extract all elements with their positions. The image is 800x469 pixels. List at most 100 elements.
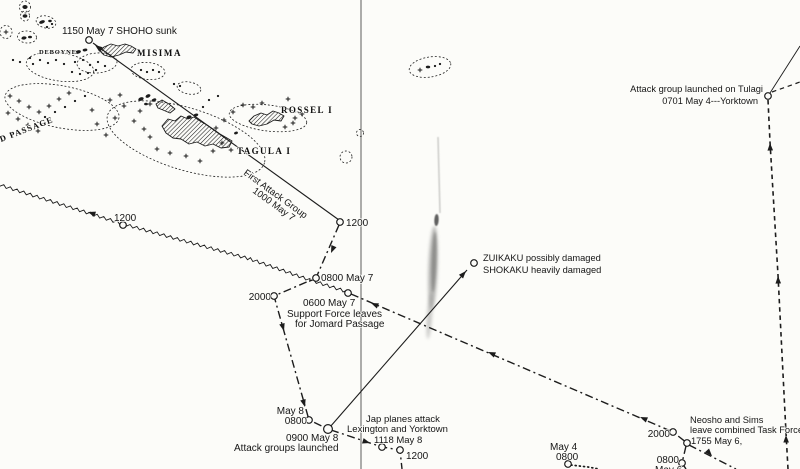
may4-dotted-track (570, 464, 600, 469)
islet-blob (138, 97, 144, 101)
reef-dot-mark (83, 94, 87, 98)
reef-dot-mark (31, 62, 35, 66)
reef-symbols (3, 5, 442, 164)
label-rossel-i: ROSSEL I (281, 105, 333, 115)
reef-dot-mark (438, 62, 442, 66)
reef-plus-mark (89, 107, 95, 113)
label-jomard-passage: D PASSAGE (0, 114, 55, 144)
position-fix-circle (669, 428, 677, 436)
reef-plus-mark (25, 122, 31, 128)
reef-plus-mark (417, 67, 423, 73)
islands (99, 43, 285, 149)
reef-plus-mark (292, 115, 298, 121)
reef-plus-mark (240, 102, 246, 108)
reef-dot-mark (54, 58, 58, 62)
reef-outline (17, 30, 37, 44)
islet-blob (144, 102, 148, 106)
track-arrowhead (362, 438, 370, 444)
note-jap-line2: Lexington and Yorktown (347, 424, 448, 435)
reef-outlines (0, 0, 452, 178)
reef-outline (228, 103, 308, 133)
reef-plus-mark (167, 150, 173, 156)
track-arrowhead (767, 143, 774, 151)
reef-dot-mark (45, 25, 49, 29)
reef-dot-mark (62, 62, 66, 66)
smudge-streak (437, 136, 441, 214)
reef-dot-mark (43, 115, 47, 119)
island-tagula-nw (155, 99, 176, 114)
position-fix-circle (764, 92, 772, 100)
reef-dot-mark (96, 60, 100, 64)
direction-arrows (88, 45, 789, 456)
reef-dot-mark (178, 84, 182, 88)
reef-outline (176, 81, 202, 95)
track-arrowhead (775, 276, 782, 284)
print-smudge (426, 136, 441, 339)
reef-outline (4, 83, 120, 131)
reef-plus-mark (210, 148, 216, 154)
reef-plus-mark (250, 104, 256, 110)
note-jap-line1: Jap planes attack (366, 414, 440, 425)
reef-dot-mark (28, 56, 32, 60)
fix-may6: May 6 (655, 465, 683, 469)
reef-outline (20, 10, 30, 22)
smudge-blob (431, 232, 437, 292)
reef-dot-mark (151, 68, 155, 72)
reef-dot-mark (201, 105, 205, 109)
reef-outline (130, 61, 166, 81)
note-neosho-line1: Neosho and Sims (690, 415, 764, 425)
support-force-track (0, 184, 348, 293)
track-arrowhead (331, 245, 337, 253)
reef-dot-mark (216, 94, 220, 98)
reef-dot-mark (63, 105, 67, 109)
note-tulagi-line2: 0701 May 4---Yorktown (662, 96, 758, 106)
note-0900-line1: 0900 May 8 (286, 433, 339, 444)
reef-dot-mark (73, 99, 77, 103)
track-arrowhead (279, 323, 285, 331)
reef-dot-mark (139, 68, 143, 72)
track-arrowhead (371, 303, 379, 309)
note-0600-line3: for Jomard Passage (295, 319, 385, 330)
islet-blob (234, 131, 238, 135)
track-arrowhead (488, 352, 496, 358)
reef-dot-mark (433, 64, 437, 68)
island-rossel (248, 110, 285, 127)
fix-0800-may8: 0800 (285, 416, 308, 427)
reef-plus-mark (137, 108, 143, 114)
tulagi-leader-solid (769, 45, 800, 94)
reef-plus-mark (66, 90, 72, 96)
track-arrowhead (783, 435, 789, 443)
reef-plus-mark (46, 103, 52, 109)
fix-2000-east: 2000 (648, 429, 671, 440)
note-zuikaku-line1: ZUIKAKU possibly damaged (483, 253, 601, 263)
position-fix-circle (312, 274, 320, 282)
reef-plus-mark (259, 100, 265, 106)
islet-blob (39, 20, 45, 24)
reef-plus-mark (26, 104, 32, 110)
reef-plus-mark (183, 153, 189, 159)
reef-plus-mark (36, 109, 42, 115)
note-neosho-line2: leave combined Task Force (690, 425, 800, 435)
position-fix-circles (85, 36, 772, 468)
note-0600-line2: Support Force leaves (287, 309, 382, 320)
smudge-blob (434, 214, 439, 226)
reef-plus-mark (285, 96, 291, 102)
reef-plus-mark (94, 121, 100, 127)
reef-plus-mark (107, 97, 113, 103)
position-fix-circle (470, 259, 478, 267)
reef-plus-mark (299, 111, 305, 117)
reef-plus-mark (121, 103, 127, 109)
position-fix-circle (323, 424, 334, 435)
fix-0800-may6: 0800 (657, 455, 680, 466)
position-fix-circle (396, 446, 404, 454)
fix-1200-west: 1200 (114, 213, 137, 224)
track-arrowhead (88, 211, 96, 217)
reef-plus-mark (16, 98, 22, 104)
reef-dot-mark (70, 70, 74, 74)
reef-plus-mark (290, 120, 296, 126)
fix-may4-line1: May 4 (550, 442, 578, 453)
track-arrowhead (640, 417, 648, 423)
retirement-track (330, 429, 403, 469)
